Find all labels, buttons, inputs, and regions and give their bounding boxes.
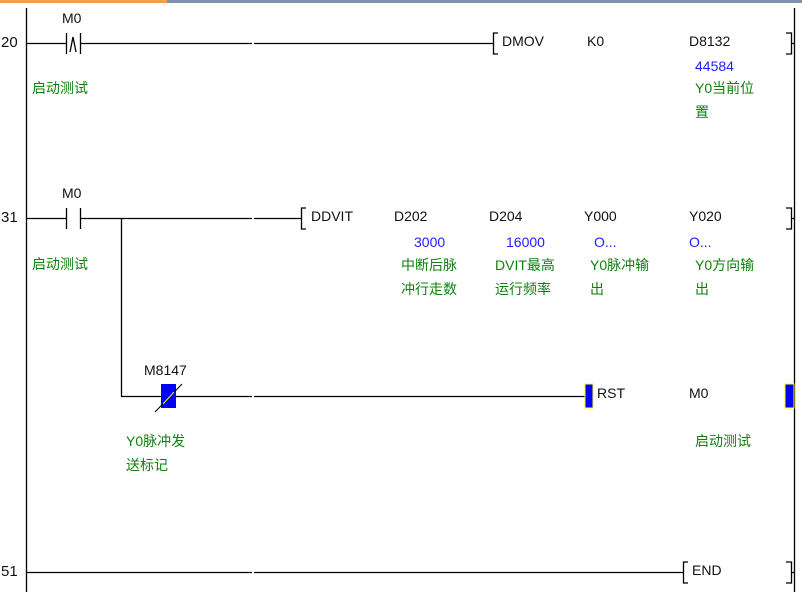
device-comment: Y0方向输 [695, 257, 755, 273]
contact-label[interactable]: M8147 [144, 362, 187, 378]
instruction-bracket [492, 32, 498, 55]
step-number: 51 [1, 563, 18, 580]
device-comment: Y0脉冲发 [126, 433, 186, 449]
instruction-name[interactable]: DDVIT [311, 208, 353, 224]
device-comment: DVIT最高 [495, 257, 555, 273]
device-comment: Y0当前位 [695, 80, 755, 96]
device-comment: 中断后脉 [401, 257, 457, 273]
monitor-value: O... [689, 234, 712, 250]
step-number: 20 [1, 34, 18, 51]
operand[interactable]: K0 [587, 33, 605, 49]
monitor-value: 44584 [695, 58, 734, 74]
operand[interactable]: D204 [489, 208, 523, 224]
monitor-value: 3000 [414, 234, 446, 250]
device-comment: 出 [695, 281, 709, 297]
nc-contact-energized [161, 384, 176, 408]
monitor-value: 16000 [506, 234, 545, 250]
instruction-name[interactable]: DMOV [502, 33, 544, 49]
rst-right-bracket-energized [784, 383, 795, 409]
instruction-name[interactable]: END [692, 562, 722, 578]
monitor-value: O... [594, 234, 617, 250]
contact-label[interactable]: M0 [62, 185, 82, 201]
device-comment: 启动测试 [32, 80, 88, 96]
operand[interactable]: Y020 [689, 208, 722, 224]
device-comment: 置 [695, 104, 709, 120]
device-comment: 送标记 [126, 457, 168, 473]
device-comment: 冲行走数 [401, 281, 457, 297]
device-comment: 运行频率 [495, 281, 551, 297]
tab-strip-border [167, 0, 802, 3]
operand[interactable]: D8132 [689, 33, 731, 49]
rst-bracket-energized [584, 383, 594, 409]
device-comment: 启动测试 [32, 256, 88, 272]
device-comment: Y0脉冲输 [590, 257, 650, 273]
operand[interactable]: D202 [394, 208, 428, 224]
operand[interactable]: Y000 [584, 208, 617, 224]
step-number: 31 [1, 209, 18, 226]
instruction-name[interactable]: RST [597, 385, 625, 401]
active-tab-indicator [0, 0, 167, 3]
operand[interactable]: M0 [689, 385, 709, 401]
device-comment: 启动测试 [695, 433, 751, 449]
device-comment: 出 [590, 281, 604, 297]
contact-label[interactable]: M0 [62, 10, 82, 26]
